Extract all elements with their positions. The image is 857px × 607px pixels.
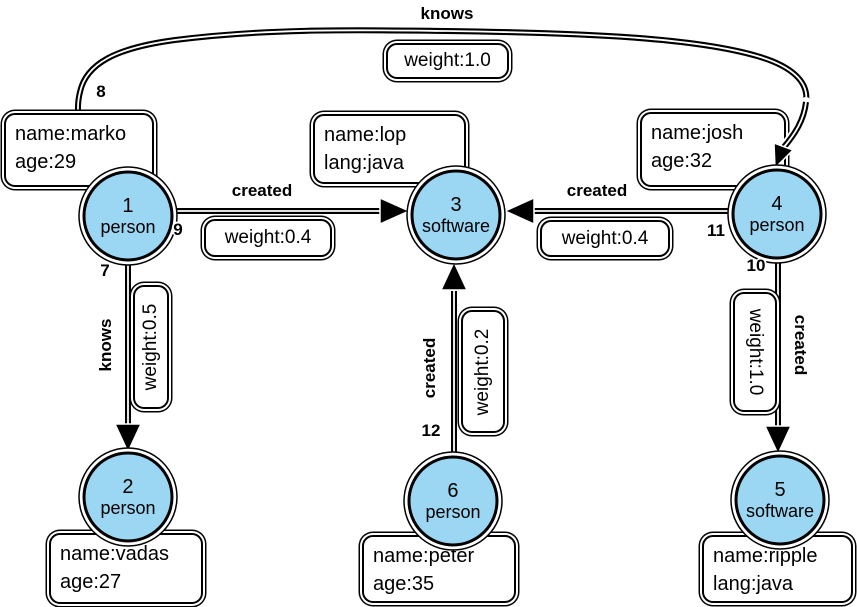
prop-line: name:marko bbox=[15, 123, 127, 145]
node-1-label: 1 person bbox=[100, 195, 155, 237]
edge-knows-arc-tail-core bbox=[783, 101, 807, 148]
edge-id-7: 7 bbox=[100, 261, 110, 280]
node-type: person bbox=[425, 502, 481, 522]
arrowhead-into-3-bottom bbox=[439, 260, 469, 291]
props-box-josh: name:josh age:32 bbox=[640, 112, 786, 187]
edge-label-knows-top: knows bbox=[420, 4, 474, 23]
props-box-ripple: name:ripple lang:java bbox=[702, 535, 853, 603]
node-type: person bbox=[749, 215, 805, 235]
node-id: 5 bbox=[774, 479, 786, 501]
arrowhead-into-5-top bbox=[763, 425, 793, 456]
prop-line: name:ripple bbox=[713, 545, 818, 567]
weight-box-knows-1-2: weight:0.5 bbox=[133, 285, 169, 409]
prop-line: name:vadas bbox=[60, 543, 169, 565]
edge-label-created-1-3: created bbox=[231, 181, 293, 200]
weight-label: weight:0.4 bbox=[224, 227, 312, 248]
prop-line: age:29 bbox=[15, 151, 77, 173]
arrowhead-into-3-left bbox=[379, 196, 411, 226]
prop-line: age:27 bbox=[60, 571, 122, 593]
edge-label-created-6-3: created bbox=[420, 337, 439, 399]
node-4-label: 4 person bbox=[749, 193, 804, 235]
weight-label: weight:1.0 bbox=[404, 50, 491, 71]
node-type: software bbox=[745, 501, 815, 521]
node-type: person bbox=[100, 498, 156, 518]
arrowhead-into-2-top bbox=[113, 423, 143, 454]
node-6-label: 6 person bbox=[425, 480, 480, 522]
edge-id-9: 9 bbox=[173, 220, 183, 239]
weight-box-created-1-3: weight:0.4 bbox=[204, 219, 332, 257]
edge-id-8: 8 bbox=[96, 82, 106, 101]
edge-knows-arc-tail bbox=[781, 101, 809, 149]
weight-box-created-4-3: weight:0.4 bbox=[540, 220, 670, 257]
prop-line: age:32 bbox=[651, 150, 713, 172]
props-box-marko: name:marko age:29 bbox=[4, 113, 154, 187]
node-id: 4 bbox=[771, 193, 783, 215]
node-2-label: 2 person bbox=[100, 476, 155, 518]
edge-id-11: 11 bbox=[707, 221, 725, 240]
edge-id-10: 10 bbox=[746, 256, 766, 275]
prop-line: age:35 bbox=[373, 573, 435, 595]
node-id: 3 bbox=[450, 194, 462, 216]
edge-label-knows-1-2: knows bbox=[96, 318, 115, 372]
props-box-vadas: name:vadas age:27 bbox=[49, 533, 203, 604]
node-type: software bbox=[421, 216, 491, 236]
edge-label-created-4-3: created bbox=[566, 181, 628, 200]
weight-box-knows-1-4: weight:1.0 bbox=[386, 43, 509, 79]
weight-label: weight:0.4 bbox=[561, 227, 649, 249]
weight-box-created-6-3: weight:0.2 bbox=[461, 310, 505, 433]
weight-label: weight:1.0 bbox=[745, 308, 766, 396]
prop-line: lang:java bbox=[713, 573, 794, 595]
edge-id-12: 12 bbox=[421, 421, 441, 440]
node-3-label: 3 software bbox=[422, 194, 490, 236]
weight-label: weight:0.2 bbox=[472, 328, 493, 415]
node-5-label: 5 software bbox=[746, 479, 814, 521]
props-box-peter: name:peter age:35 bbox=[362, 535, 516, 603]
weight-label: weight:0.5 bbox=[140, 303, 161, 391]
node-id: 2 bbox=[122, 476, 134, 498]
prop-line: name:josh bbox=[651, 122, 744, 144]
edge-knows-arc-tail-halo bbox=[779, 97, 811, 152]
prop-line: name:lop bbox=[324, 124, 407, 146]
edge-label-created-4-5: created bbox=[791, 314, 810, 376]
node-id: 1 bbox=[122, 195, 134, 217]
node-type: person bbox=[100, 217, 156, 237]
arrowhead-into-3-right bbox=[503, 196, 535, 226]
prop-line: name:peter bbox=[373, 545, 475, 567]
props-box-lop: name:lop lang:java bbox=[313, 114, 466, 184]
prop-line: lang:java bbox=[324, 152, 405, 174]
weight-box-created-4-5: weight:1.0 bbox=[733, 292, 777, 412]
node-id: 6 bbox=[447, 480, 459, 502]
